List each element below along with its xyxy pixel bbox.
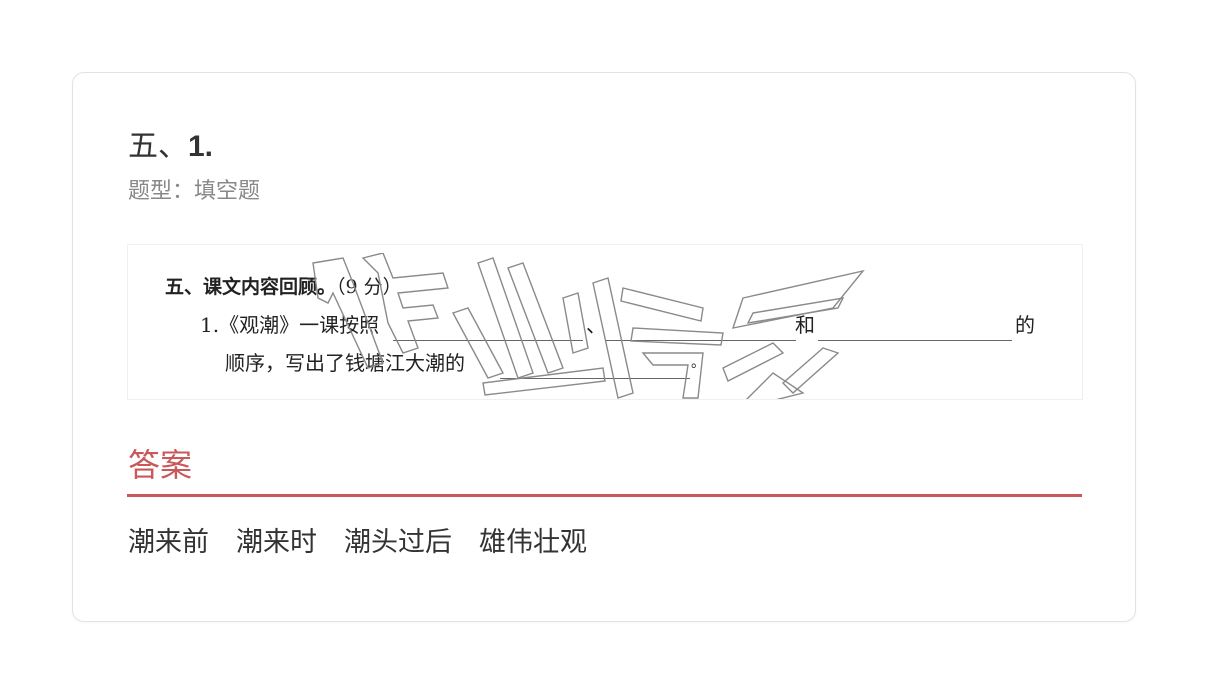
heading-text: 五、课文内容回顾。 (165, 276, 337, 298)
question-line-1: 1.《观潮》一课按照 (200, 311, 379, 339)
blank-4 (500, 378, 690, 379)
blank-2 (606, 340, 796, 341)
separator-and: 和 (795, 313, 815, 337)
question-image-heading: 五、课文内容回顾。（9 分） (165, 273, 402, 301)
answer-text: 潮来前 潮来时 潮头过后 雄伟壮观 (128, 527, 587, 558)
blank-1 (393, 340, 583, 341)
question-line-2: 顺序，写出了钱塘江大潮的 (225, 349, 465, 377)
answer-heading: 答案 (128, 446, 193, 484)
line2-suffix: 。 (691, 355, 705, 371)
line2-prefix: 顺序，写出了钱塘江大潮的 (225, 351, 465, 375)
question-image: 五、课文内容回顾。（9 分） 1.《观潮》一课按照 、 和 的 顺序，写出了钱塘… (127, 244, 1083, 400)
question-number: 1. (188, 130, 214, 163)
blank-3 (818, 340, 1012, 341)
question-type: 题型：填空题 (128, 179, 261, 204)
separator-comma: 、 (586, 313, 606, 337)
question-section: 五、 (128, 129, 188, 164)
question-card: 五、1. 题型：填空题 五、课文内容回顾。（9 分） 1.《观潮》一课按照 、 … (72, 72, 1136, 622)
question-title: 五、1. (128, 127, 213, 167)
line1-prefix: 1.《观潮》一课按照 (200, 313, 380, 337)
line1-suffix: 的 (1015, 313, 1035, 337)
points-text: （9 分） (336, 276, 402, 298)
answer-divider (127, 494, 1082, 497)
